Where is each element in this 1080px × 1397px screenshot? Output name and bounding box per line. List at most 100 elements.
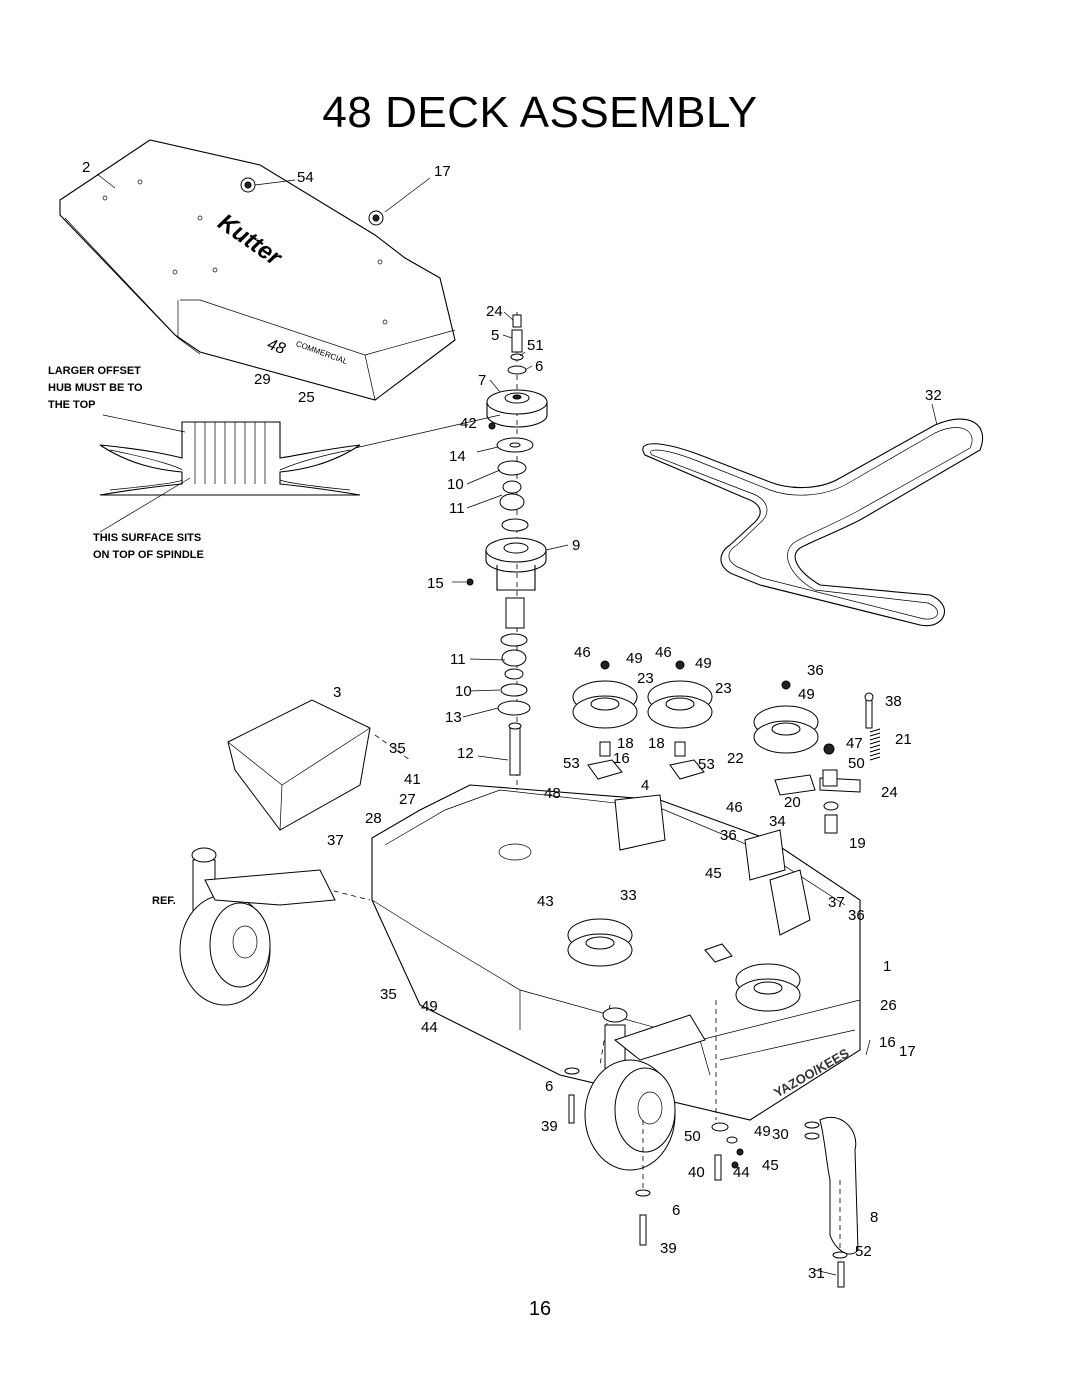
callout-number: 16 — [613, 750, 630, 767]
callout-number: 20 — [784, 794, 801, 811]
callout-number: 24 — [881, 784, 898, 801]
callout-number: 40 — [688, 1164, 705, 1181]
callout-number: 2 — [82, 159, 90, 176]
callout-number: 11 — [449, 500, 465, 517]
hub-note: LARGER OFFSET HUB MUST BE TO THE TOP — [48, 365, 143, 411]
callout-number: 53 — [563, 755, 580, 772]
svg-text:HUB MUST BE TO: HUB MUST BE TO — [48, 382, 143, 394]
callout-number: 27 — [399, 791, 416, 808]
callout-number: 45 — [705, 865, 722, 882]
spindle-stack — [466, 312, 548, 790]
callout-number: 37 — [828, 894, 845, 911]
callout-number: 33 — [620, 887, 637, 904]
ref-label: REF. — [152, 895, 176, 907]
callout-number: 8 — [870, 1209, 878, 1226]
hub-detail — [99, 414, 501, 533]
callout-number: 36 — [720, 827, 737, 844]
callout-number: 48 — [544, 785, 561, 802]
callout-number: 34 — [769, 813, 786, 830]
callout-number: 44 — [733, 1164, 750, 1181]
callout-number: 41 — [404, 771, 421, 788]
callout-number: 49 — [754, 1123, 771, 1140]
callout-number: 15 — [427, 575, 444, 592]
callout-number: 36 — [807, 662, 824, 679]
callout-number: 29 — [254, 371, 271, 388]
callout-number: 24 — [486, 303, 503, 320]
cover-model: 48 — [265, 336, 288, 358]
callout-number: 53 — [698, 756, 715, 773]
callout-number: 44 — [421, 1019, 438, 1036]
callout-number: 3 — [333, 684, 341, 701]
page-number: 16 — [528, 1298, 552, 1320]
callout-number: 36 — [848, 907, 865, 924]
right-caster-wheel — [584, 1007, 706, 1171]
callout-number: 6 — [545, 1078, 553, 1095]
callout-number: 46 — [574, 644, 591, 661]
callout-number: 52 — [855, 1243, 872, 1260]
cover-model-text: COMMERCIAL — [295, 339, 350, 366]
svg-text:ON TOP OF SPINDLE: ON TOP OF SPINDLE — [93, 549, 204, 561]
callout-number: 38 — [885, 693, 902, 710]
callout-number: 26 — [880, 997, 897, 1014]
callout-number: 35 — [389, 740, 406, 757]
callout-number: 7 — [478, 372, 486, 389]
callout-number: 49 — [798, 686, 815, 703]
callout-number: 6 — [535, 358, 543, 375]
callout-number: 49 — [695, 655, 712, 672]
svg-text:THIS SURFACE SITS: THIS SURFACE SITS — [93, 532, 201, 544]
callout-number: 18 — [648, 735, 665, 752]
callout-number: 12 — [457, 745, 474, 762]
deck-cover: Kutter 48 COMMERCIAL — [59, 139, 456, 401]
callout-number: 6 — [672, 1202, 680, 1219]
svg-text:LARGER OFFSET: LARGER OFFSET — [48, 365, 141, 377]
callout-number: 46 — [726, 799, 743, 816]
deck-brand-decal: YAZOO/KEES — [771, 1045, 852, 1100]
spindle-note: THIS SURFACE SITS ON TOP OF SPINDLE — [93, 532, 204, 561]
callout-number: 10 — [455, 683, 472, 700]
callout-number: 35 — [380, 986, 397, 1003]
idler-pulleys — [572, 660, 881, 834]
drive-belt — [642, 418, 984, 627]
callout-number: 47 — [846, 735, 863, 752]
leader-lines — [96, 173, 938, 1276]
callout-number: 45 — [762, 1157, 779, 1174]
callout-number: 43 — [537, 893, 554, 910]
callout-number: 25 — [298, 389, 315, 406]
callout-number: 1 — [883, 958, 891, 975]
callout-number: 31 — [808, 1265, 825, 1282]
callout-number: 49 — [626, 650, 643, 667]
callout-number: 37 — [327, 832, 344, 849]
page-title: 48 DECK ASSEMBLY — [322, 88, 758, 137]
cover-logo: Kutter — [213, 209, 288, 273]
callout-number: 32 — [925, 387, 942, 404]
callout-number: 46 — [655, 644, 672, 661]
callout-number: 19 — [849, 835, 866, 852]
callout-number: 39 — [660, 1240, 677, 1257]
callout-number: 30 — [772, 1126, 789, 1143]
callout-number: 28 — [365, 810, 382, 827]
callout-number: 5 — [491, 327, 499, 344]
callout-number: 21 — [895, 731, 912, 748]
callout-number: 42 — [460, 415, 477, 432]
callout-number: 4 — [641, 777, 649, 794]
callout-number: 49 — [421, 998, 438, 1015]
callout-number: 23 — [715, 680, 732, 697]
callout-number: 14 — [449, 448, 466, 465]
callout-number: 13 — [445, 709, 462, 726]
callouts: 2 54 17 24 5 51 6 7 29 25 32 42 14 10 11… — [82, 159, 942, 1282]
mower-deck: YAZOO/KEES — [227, 699, 861, 1121]
callout-number: 10 — [447, 476, 464, 493]
left-caster-wheel — [179, 847, 336, 1006]
callout-number: 18 — [617, 735, 634, 752]
callout-number: 54 — [297, 169, 314, 186]
callout-number: 23 — [637, 670, 654, 687]
callout-number: 11 — [450, 651, 466, 668]
lower-hardware — [564, 1067, 859, 1288]
callout-number: 17 — [434, 163, 451, 180]
callout-number: 16 — [879, 1034, 896, 1051]
svg-text:THE TOP: THE TOP — [48, 399, 95, 411]
callout-number: 9 — [572, 537, 580, 554]
callout-number: 39 — [541, 1118, 558, 1135]
